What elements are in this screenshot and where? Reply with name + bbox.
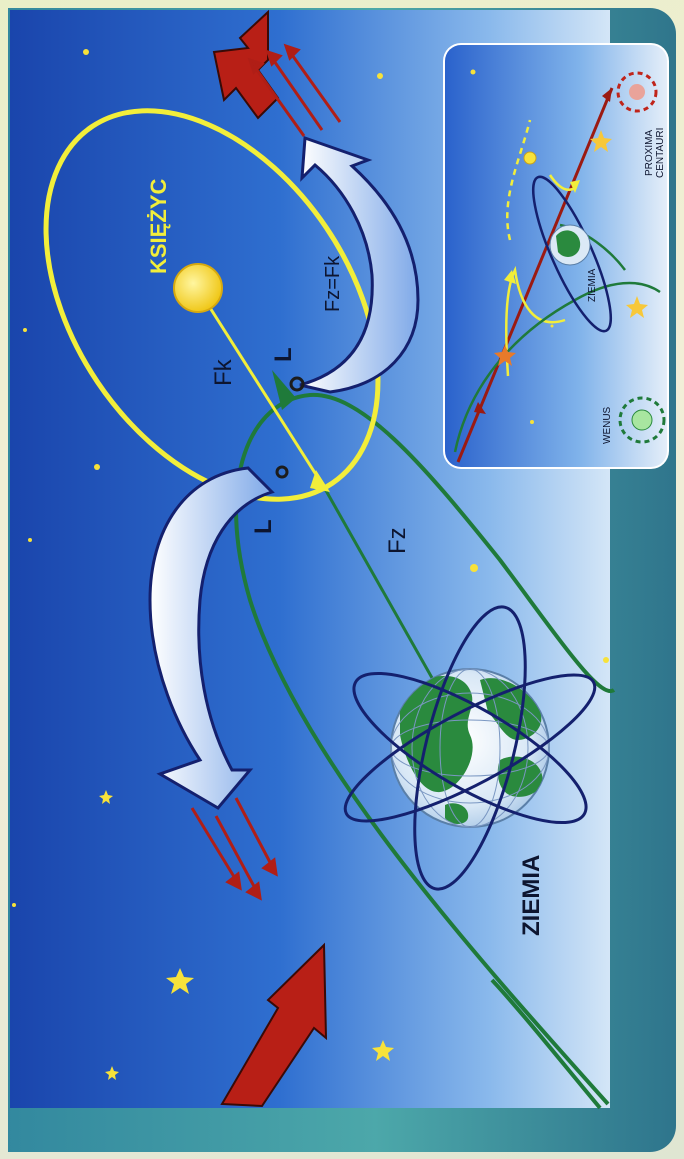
- lagrange-markers: [275, 376, 305, 479]
- star-icon: [99, 790, 113, 804]
- earth-orbit: [234, 392, 616, 1110]
- force-arrowhead: [272, 370, 296, 410]
- star-icon: [372, 1040, 394, 1061]
- inset-venus-label: WENUS: [602, 406, 613, 444]
- thin-arrows-upper: [247, 43, 342, 137]
- swirl-arrow-upper: [299, 135, 420, 394]
- star-icon: [626, 296, 648, 318]
- force-moon-label: Fk: [210, 359, 237, 386]
- earth-globe: [343, 605, 597, 891]
- star-icon: [590, 130, 612, 152]
- red-arrow-bottom: [220, 942, 328, 1108]
- inset-proxima-label-1: PROXIMA: [644, 129, 655, 176]
- inset-earth-label: ZIEMIA: [587, 268, 598, 302]
- moon: [173, 263, 223, 313]
- force-equal-label: Fz=Fk: [322, 255, 344, 312]
- thin-arrows-lower: [190, 797, 278, 901]
- star-icon: [166, 968, 194, 994]
- force-earth-label: Fz: [384, 527, 411, 554]
- star-icon: [494, 345, 516, 366]
- star-icon: [105, 1066, 119, 1080]
- swirl-arrow-lower: [148, 466, 275, 810]
- inset-panel: [443, 43, 669, 469]
- force-line-moon: [198, 291, 324, 485]
- moon-label: KSIĘŻYC: [146, 178, 171, 274]
- stars: [12, 49, 609, 1080]
- earth-label: ZIEMIA: [518, 854, 545, 936]
- inset-proxima-label-2: CENTAURI: [655, 127, 666, 178]
- moon-orbit: [43, 108, 381, 502]
- lagrange-label-upper: L: [270, 347, 297, 362]
- lagrange-label-lower: L: [250, 519, 277, 534]
